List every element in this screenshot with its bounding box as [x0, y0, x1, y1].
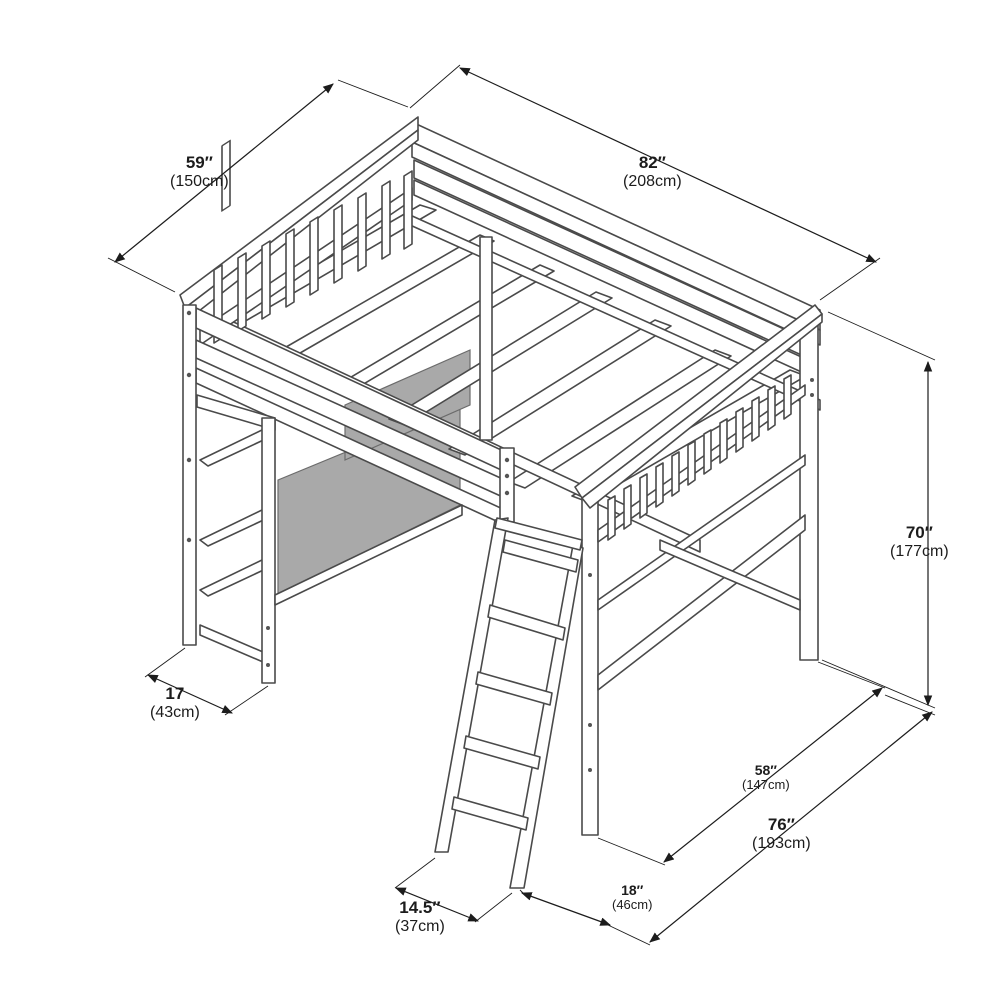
- total-width-dimension-label: 76″ (193cm): [752, 815, 811, 853]
- inner-width-metric: (147cm): [742, 777, 790, 793]
- depth-metric: (150cm): [170, 172, 229, 190]
- ladder-offset-dimension-label: 18″ (46cm): [612, 882, 652, 913]
- lower-stretchers: [597, 454, 806, 691]
- ladder-width-imperial: 14.5″: [399, 898, 441, 917]
- shelf-depth-dimension-label: 17 (43cm): [150, 684, 200, 722]
- total-width-metric: (193cm): [752, 834, 811, 852]
- ladder-offset-metric: (46cm): [612, 897, 653, 913]
- length-dimension-label: 82″ (208cm): [623, 153, 682, 191]
- height-metric: (177cm): [890, 542, 949, 560]
- dimension-lines: [107, 64, 936, 946]
- head-end-frame: [179, 116, 419, 346]
- inner-width-dimension-label: 58″ (147cm): [742, 762, 790, 793]
- depth-imperial: 59″: [185, 153, 213, 172]
- ladder-offset-imperial: 18″: [621, 882, 644, 898]
- ladder-width-dimension-label: 14.5″ (37cm): [395, 898, 445, 936]
- height-dimension-label: 70″ (177cm): [890, 523, 949, 561]
- shelf-depth-imperial: 17: [165, 684, 185, 703]
- length-imperial: 82″: [638, 153, 666, 172]
- depth-dimension-label: 59″ (150cm): [170, 153, 229, 191]
- height-imperial: 70″: [905, 523, 933, 542]
- ladder-width-metric: (37cm): [395, 917, 445, 935]
- front-guard-rail: [195, 307, 513, 526]
- inner-width-imperial: 58″: [754, 762, 777, 778]
- total-width-imperial: 76″: [767, 815, 795, 834]
- foot-end-frame: [574, 304, 823, 543]
- shelf-unit: [196, 394, 463, 684]
- length-metric: (208cm): [623, 172, 682, 190]
- shelf-depth-metric: (43cm): [150, 703, 200, 721]
- ladder: [434, 517, 584, 889]
